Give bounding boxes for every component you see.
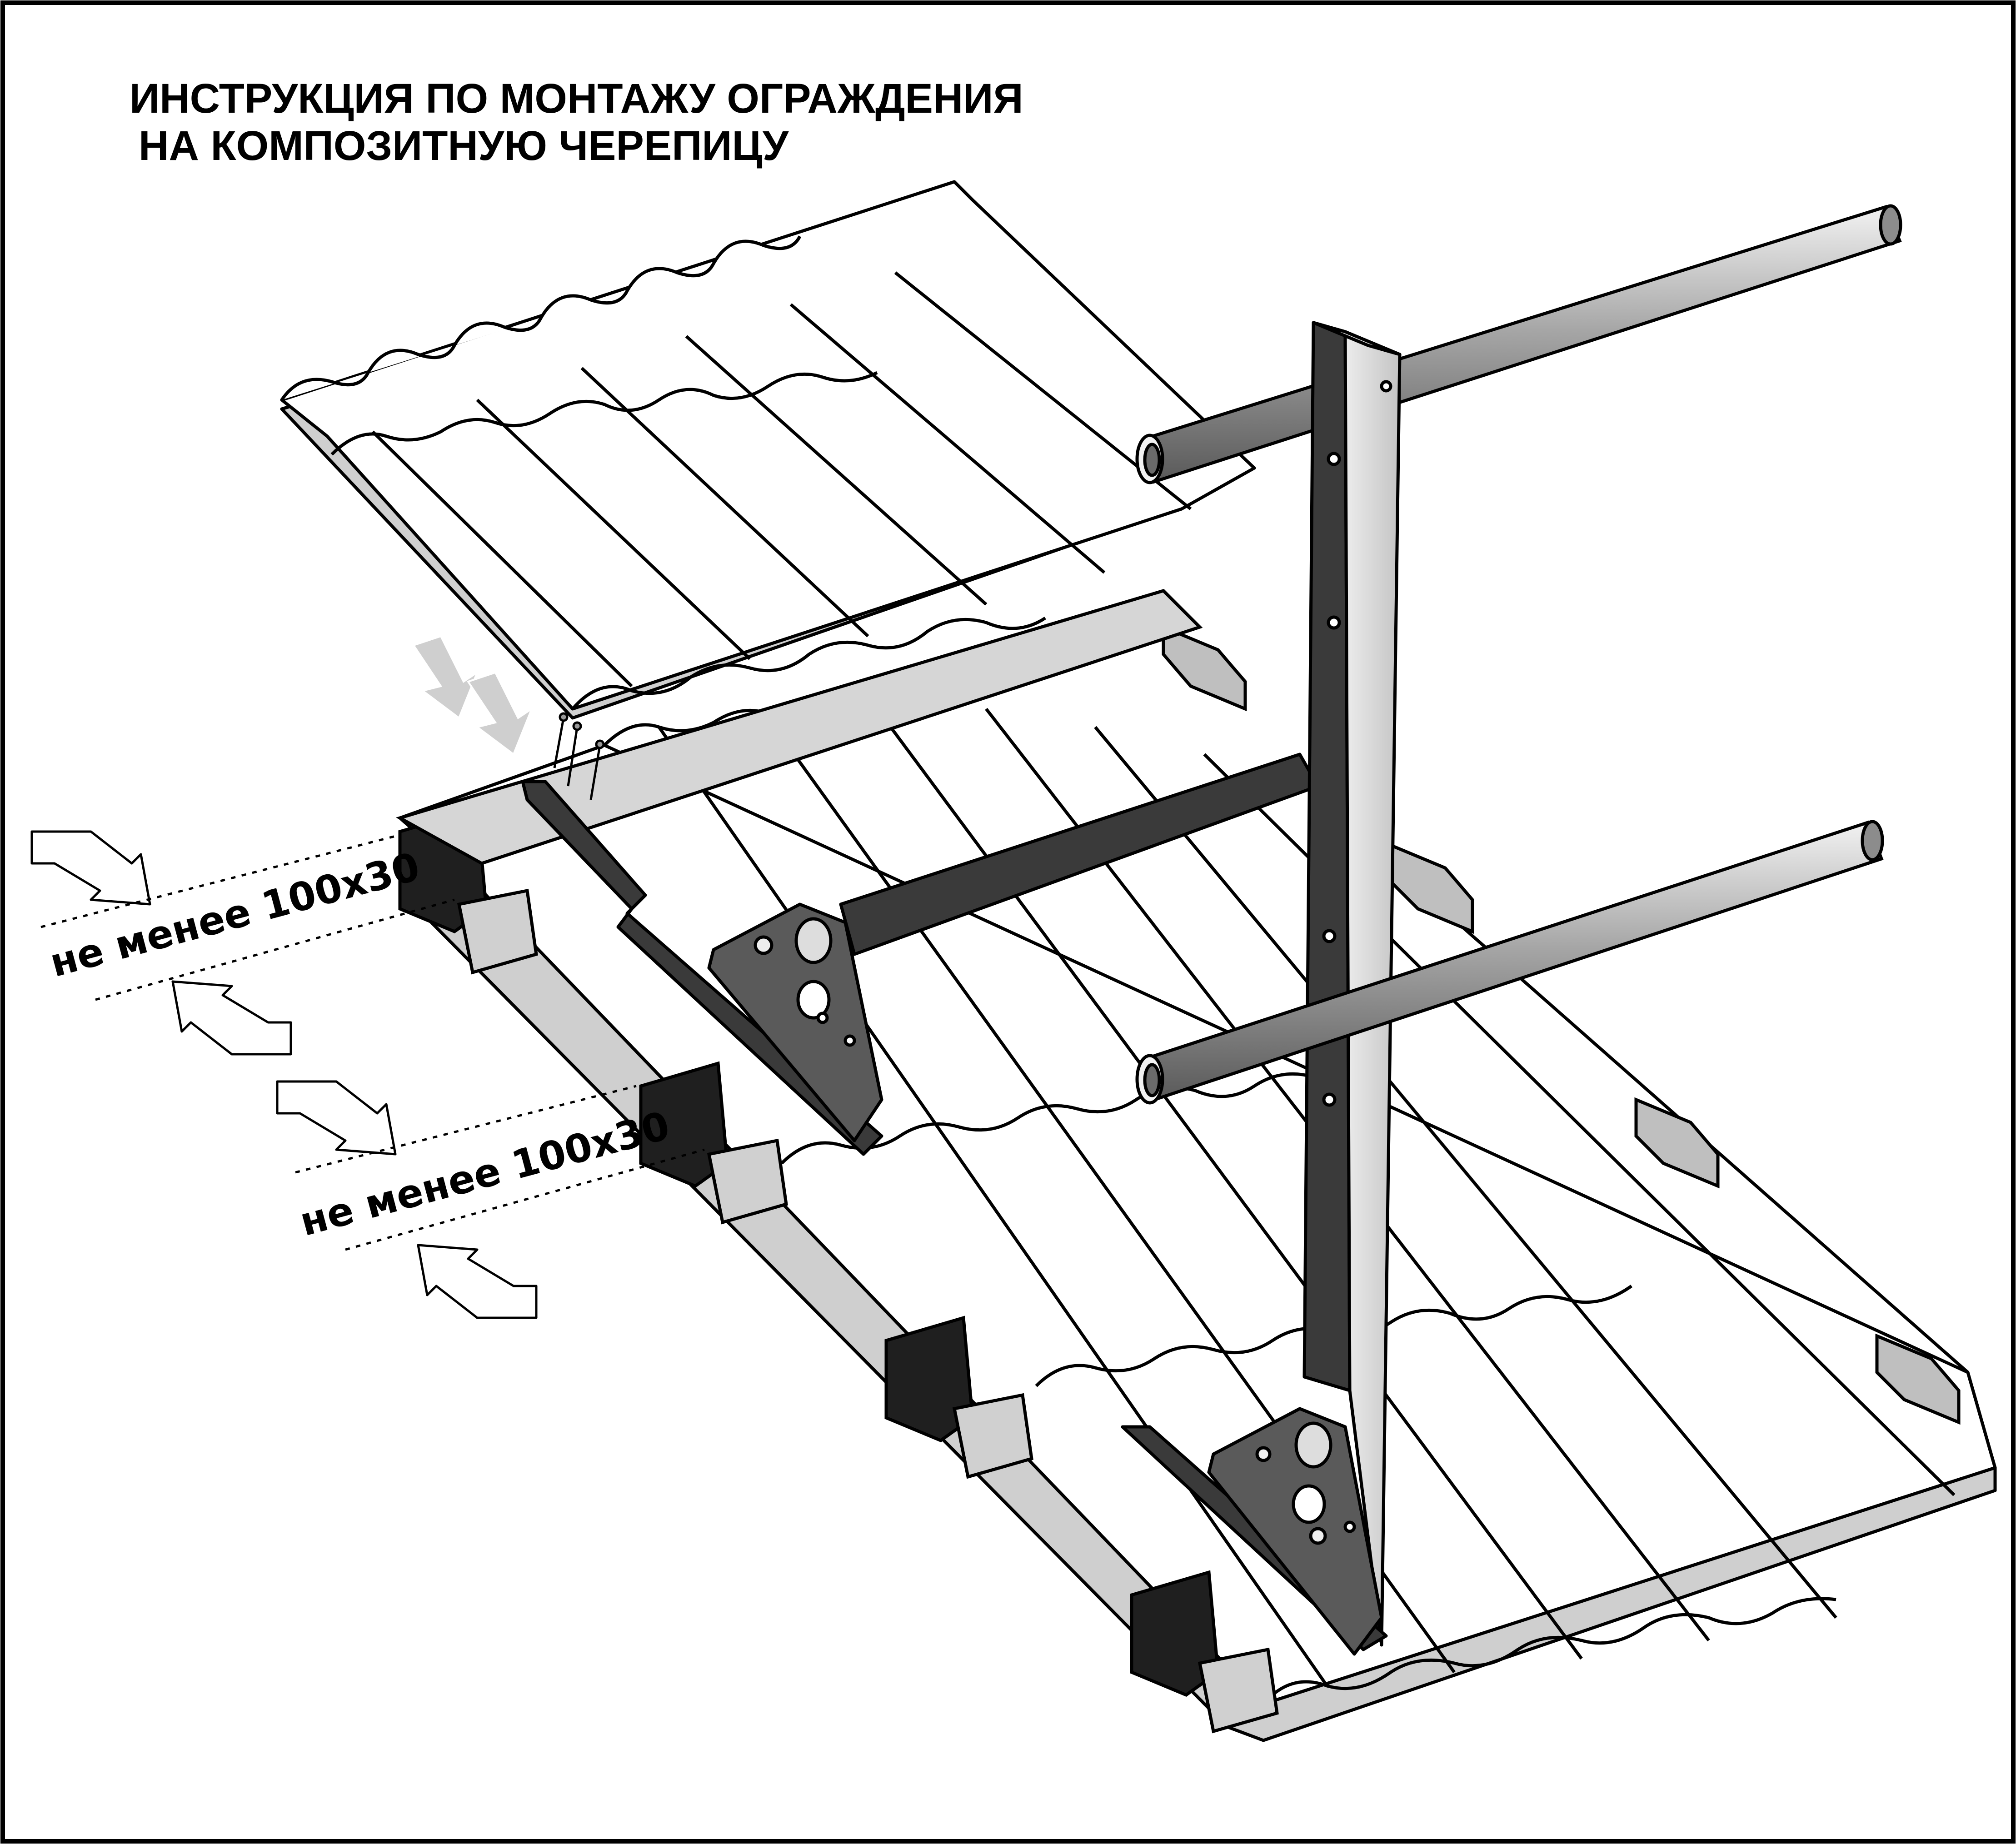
title-line-1: ИНСТРУКЦИЯ ПО МОНТАЖУ ОГРАЖДЕНИЯ xyxy=(130,75,1023,122)
battens-left xyxy=(398,807,1279,1734)
batten-left-2-end xyxy=(707,1138,788,1225)
dimension-lines xyxy=(40,835,705,1251)
hollow-arrow-icon xyxy=(171,980,292,1056)
batten-left-2 xyxy=(639,1061,729,1188)
bolt-icon xyxy=(843,1034,856,1047)
bolt-icon xyxy=(1322,929,1337,943)
batten-right-1 xyxy=(1162,624,1247,712)
tile-ridge xyxy=(658,726,1328,1687)
railing-post xyxy=(1302,321,1402,1647)
tile-ridge xyxy=(1094,726,1837,1619)
front-bracket-plate xyxy=(707,902,883,1142)
batten-right-3 xyxy=(1634,1097,1720,1189)
nail-icon xyxy=(553,718,565,768)
hollow-arrow-icon xyxy=(276,1080,397,1156)
bracket-hole xyxy=(794,917,833,964)
batten-left-4 xyxy=(1130,1570,1220,1697)
upper-sheet-course xyxy=(330,371,878,456)
tile-ridge xyxy=(789,303,1106,574)
bolt-icon xyxy=(1255,1446,1272,1462)
bolt-icon xyxy=(816,1012,829,1024)
upper-rail-pipe xyxy=(1135,204,1902,484)
tile-course-2 xyxy=(780,1062,1378,1165)
batten-left-1-end xyxy=(457,888,538,975)
press-down-arrows xyxy=(412,635,534,756)
tile-ridge xyxy=(476,399,751,660)
bolt-icon xyxy=(1343,1520,1356,1533)
post-top xyxy=(1312,321,1402,356)
nail-icon xyxy=(589,745,601,800)
press-arrow-icon xyxy=(412,635,479,720)
bolt-icon xyxy=(1327,615,1341,630)
batten-left-4-end xyxy=(1198,1647,1279,1734)
upper-tile-sheet xyxy=(280,180,1256,720)
press-arrow-icon xyxy=(466,671,534,756)
horizontal-strut xyxy=(839,753,1320,956)
upper-pipe-body xyxy=(1143,204,1902,484)
lower-bracket xyxy=(1121,1407,1388,1656)
post-front-face xyxy=(1302,321,1352,1392)
bolt-icon xyxy=(754,935,773,955)
front-sheet-strip xyxy=(396,589,1203,865)
bracket-hole xyxy=(796,980,831,1020)
nail-icon xyxy=(567,727,579,787)
battens-right xyxy=(1162,624,1961,1425)
batten-left-3 xyxy=(884,1316,974,1442)
bolt-icon xyxy=(1380,380,1392,393)
batten-right-2 xyxy=(1389,842,1474,934)
batten-left-3-end xyxy=(952,1393,1033,1479)
nails xyxy=(553,712,605,800)
upper-sheet-front-edge xyxy=(571,617,1046,710)
front-bracket xyxy=(521,753,1337,1156)
upper-sheet-surface xyxy=(280,180,1256,711)
tile-ridge xyxy=(685,335,988,606)
bolt-icon xyxy=(1322,1092,1337,1107)
tile-course-4 xyxy=(1262,1597,1836,1705)
lower-pipe-opening-inner xyxy=(1143,1063,1161,1097)
batten-right-4 xyxy=(1875,1333,1961,1425)
bracket-hole xyxy=(1292,1484,1326,1524)
tile-ridge xyxy=(371,430,633,688)
upper-pipe-end xyxy=(1879,204,1902,246)
hollow-arrow-icon xyxy=(417,1244,538,1319)
lower-pipe-end xyxy=(1861,820,1884,862)
hollow-arrow-icon xyxy=(30,830,151,906)
lower-rail-pipe xyxy=(1135,820,1884,1105)
upper-pipe-opening-inner xyxy=(1143,443,1161,477)
tile-ridge xyxy=(580,367,869,638)
upper-sheet-scallops xyxy=(280,235,802,401)
bracket-hole xyxy=(1294,1421,1332,1469)
hollow-arrows xyxy=(30,830,538,1319)
bolt-icon xyxy=(1327,452,1341,466)
lower-bracket-plate xyxy=(1207,1407,1383,1656)
bolt-icon xyxy=(1309,1527,1327,1545)
title-line-2: НА КОМПОЗИТНУЮ ЧЕРЕПИЦУ xyxy=(139,123,789,169)
